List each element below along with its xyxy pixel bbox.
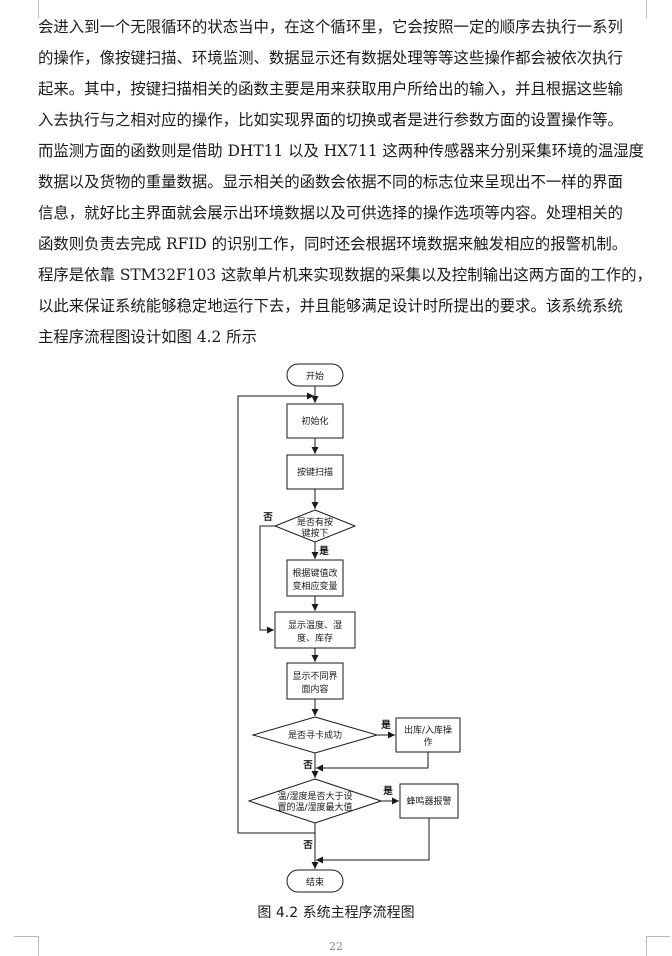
show-env-label: 度、库存 — [297, 632, 333, 644]
end-terminator — [286, 869, 344, 893]
body-paragraph: 会进入到一个无限循环的状态当中，在这个循环里，它会按照一定的顺序去执行一系列 的… — [38, 12, 652, 353]
over-limit-label: 温/湿度是否大于设 — [277, 790, 352, 802]
yes-marker: 是 — [318, 545, 329, 557]
crop-mark-top-left-v — [38, 0, 39, 18]
figure-caption: 图 4.2 系统主程序流程图 — [257, 905, 415, 921]
crop-mark-top-right-v — [646, 0, 647, 18]
over-limit-label: 置的温/湿度最大值 — [277, 801, 352, 813]
change-var-label: 变相应变量 — [292, 580, 337, 592]
body-line: 信息，就好比主界面就会展示出环境数据以及可供选择的操作选项等内容。处理相关的 — [38, 204, 623, 222]
init-label: 初始化 — [301, 415, 328, 427]
body-line: 程序是依靠 STM32F103 这款单片机来实现数据的采集以及控制输出这两方面的… — [38, 266, 652, 284]
main-program-flowchart: 开始 初始化 按键扫描 是否有按 键按下 根据键值改 变相应变量 显示温度、湿 … — [237, 363, 461, 893]
body-line: 主程序流程图设计如图 4.2 所示 — [38, 328, 257, 346]
body-line: 函数则负责去完成 RFID 的识别工作，同时还会根据环境数据来触发相应的报警机制… — [38, 235, 628, 253]
no-marker: 否 — [302, 840, 313, 851]
no-marker: 否 — [302, 760, 313, 771]
body-line: 起来。其中，按键扫描相关的函数主要是用来获取用户所给出的输入，并且根据这些输 — [38, 80, 623, 98]
page-number: 22 — [329, 940, 343, 953]
key-pressed-label: 键按下 — [301, 527, 328, 539]
crop-mark-bottom-left-h — [14, 936, 38, 937]
crop-mark-bottom-right-v — [646, 936, 647, 956]
buzzer-label: 蜂鸣器报警 — [406, 795, 451, 807]
crop-mark-bottom-left-v — [38, 936, 39, 956]
rfid-label: 是否寻卡成功 — [288, 729, 342, 741]
show-ui-label: 显示不同界 — [292, 671, 337, 682]
yes-marker: 是 — [380, 719, 391, 731]
body-line: 以此来保证系统能够稳定地运行下去，并且能够满足设计时所提出的要求。该系统系统 — [38, 297, 623, 315]
yes-marker: 是 — [382, 785, 393, 797]
end-label: 结束 — [306, 876, 324, 888]
show-ui-label: 面内容 — [301, 683, 328, 695]
body-line: 的操作，像按键扫描、环境监测、数据显示还有数据处理等等这些操作都会被依次执行 — [38, 49, 623, 67]
key-scan-label: 按键扫描 — [297, 466, 333, 478]
change-var-label: 根据键值改 — [292, 567, 337, 579]
start-label: 开始 — [306, 370, 324, 382]
crop-mark-bottom-right-h — [646, 936, 670, 937]
in-out-label: 出库/入库操 — [404, 724, 452, 736]
body-line: 入去执行与之相对应的操作，比如实现界面的切换或者是进行参数方面的设置操作等。 — [38, 111, 623, 129]
body-line: 会进入到一个无限循环的状态当中，在这个循环里，它会按照一定的顺序去执行一系列 — [38, 18, 623, 36]
no-marker: 否 — [262, 512, 273, 523]
body-line: 而监测方面的函数则是借助 DHT11 以及 HX711 这两种传感器来分别采集环… — [38, 142, 645, 160]
show-env-label: 显示温度、湿 — [288, 619, 342, 631]
in-out-label: 作 — [423, 736, 432, 748]
body-line: 数据以及货物的重量数据。显示相关的函数会依据不同的标志位来呈现出不一样的界面 — [38, 173, 623, 191]
key-pressed-label: 是否有按 — [297, 516, 333, 528]
